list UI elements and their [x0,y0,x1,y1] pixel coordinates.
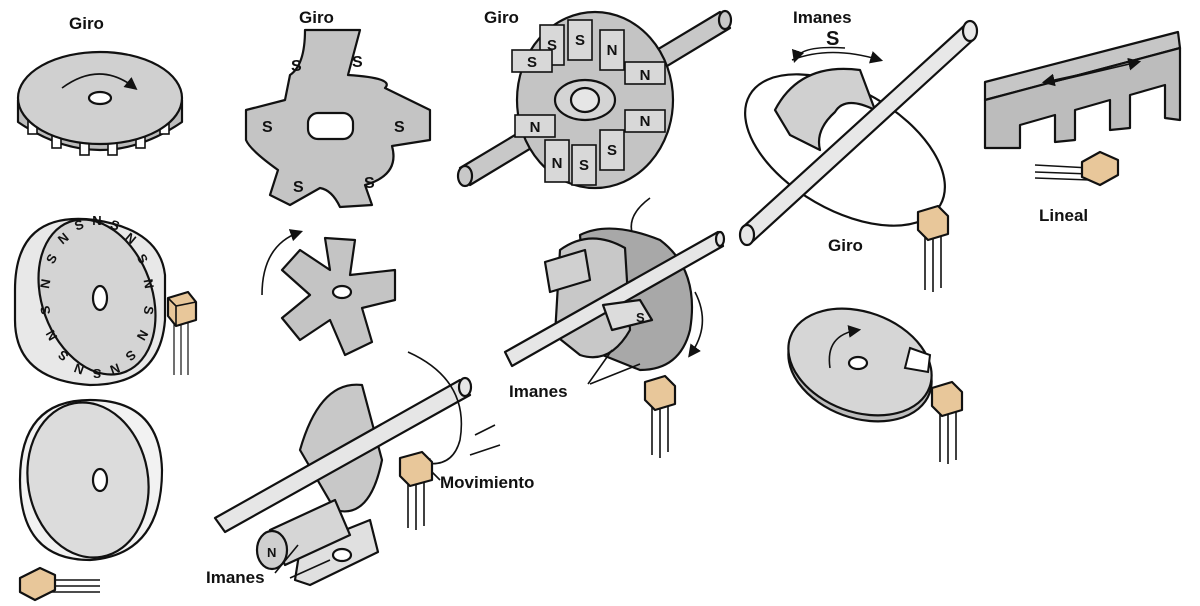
hall-sensor-f [930,380,964,464]
disk-magnet-label: S [826,28,839,50]
ring-magnet-pole: S [92,366,101,381]
rotating-magnet-drum [503,197,726,372]
leader-imanes-mid [587,349,641,385]
label-imanes-disk: Imanes [793,8,852,27]
star-wheel-magnet-6: S [364,175,375,192]
rotor-magnet-pole: N [607,42,618,59]
drum-magnet-label: S [636,310,645,325]
shaft-vane-assembly [213,351,501,587]
label-giro-disk-shaft: Giro [828,236,863,255]
hall-sensor-b [18,566,100,602]
vane-rotor [261,229,397,357]
slotted-disk [787,307,933,423]
rotor-magnet-pole: S [527,54,537,71]
ring-magnet-pole: N [141,278,157,290]
star-wheel-magnet-3: S [262,119,273,136]
label-imanes-drum: Imanes [509,382,568,401]
ring-magnet-pole: N [92,213,101,228]
label-movimiento: Movimiento [440,473,535,492]
label-imanes-fixed-magnet: Imanes [206,568,265,587]
magnet-disk-shaft [738,19,979,247]
hall-sensor-g [1034,150,1120,187]
rotor-magnet-pole: S [579,157,589,174]
rotor-magnet-pole: N [552,155,563,172]
ring-magnet-pole: S [141,305,157,316]
star-wheel-magnet-4: S [394,119,405,136]
star-wheel [244,28,432,209]
rotor-magnet-pole: S [575,32,585,49]
leader-movimiento [431,471,441,481]
multipole-ring-magnet-2 [18,398,164,562]
rotor-magnet-pole: N [640,113,651,130]
label-giro-toothed-disk: Giro [69,14,104,33]
hall-sensor-e [916,204,950,292]
rotor-magnet-pole: N [640,67,651,84]
ring-magnet-pole: N [37,278,53,290]
rotor-magnet-pole: N [530,119,541,136]
label-giro-star-wheel: Giro [299,8,334,27]
label-giro-radial-rotor: Giro [484,8,519,27]
toothed-disk [16,50,184,156]
ring-magnet-pole: S [37,304,53,315]
label-lineal: Lineal [1039,206,1089,225]
star-wheel-magnet-5: S [293,179,304,196]
star-wheel-magnet-1: S [291,58,302,75]
hall-sensor-c [398,450,434,530]
leader-imanes-bottom [274,544,331,579]
fixed-magnet-label: N [267,545,276,560]
rotor-magnet-pole: S [607,142,617,159]
rotor-magnet-pole: S [547,37,557,54]
hall-sensor-d [643,374,677,458]
hall-sensor-a [166,290,198,375]
linear-toothed-bar [983,30,1182,150]
star-wheel-magnet-2: S [352,54,363,71]
